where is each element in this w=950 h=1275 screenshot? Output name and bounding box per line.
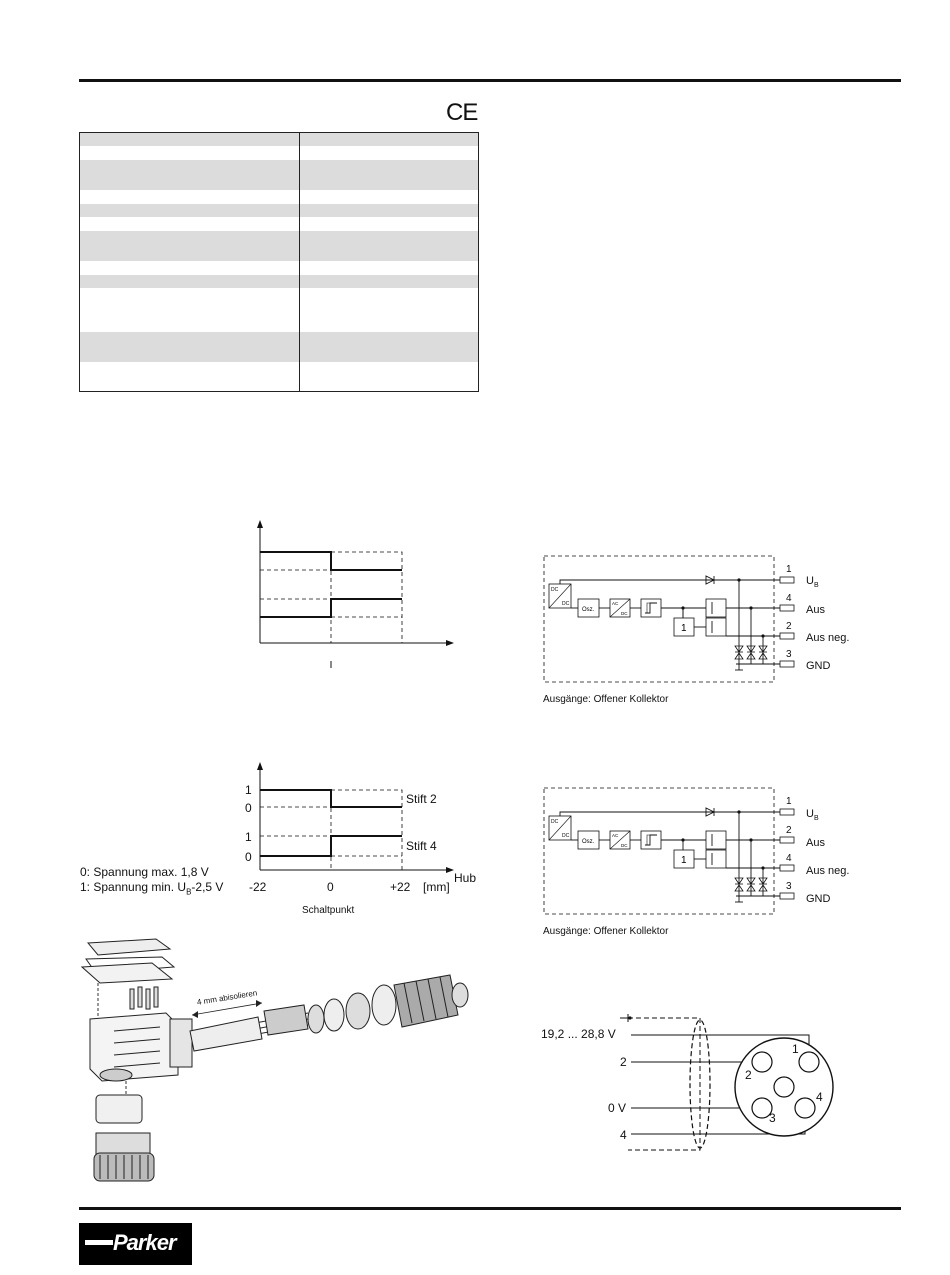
c1-pin-4: 4 — [786, 593, 792, 604]
switching-diagram-upper — [257, 520, 454, 668]
spec-table — [79, 132, 479, 392]
legend-line-0: 0: Spannung max. 1,8 V — [80, 865, 209, 879]
footer-rule — [79, 1207, 901, 1210]
x-tick-0: 0 — [327, 880, 334, 894]
x-tick-minus22: -22 — [249, 880, 267, 894]
c1-out-aus: Aus — [806, 604, 825, 616]
table-row — [80, 204, 478, 217]
table-row — [80, 160, 478, 190]
c2-out-gnd: GND — [806, 893, 831, 905]
c1-caption: Ausgänge: Offener Kollektor — [543, 694, 669, 705]
level-0-a: 0 — [245, 801, 252, 815]
pin-number-4: 4 — [816, 1090, 823, 1104]
c2-caption: Ausgänge: Offener Kollektor — [543, 926, 669, 937]
c2-out-aus-neg: Aus neg. — [806, 865, 850, 877]
svg-text:DC: DC — [621, 611, 628, 616]
x-tick-plus22: +22 — [390, 880, 411, 894]
c1-pin-1: 1 — [786, 564, 792, 575]
legend-line-1: 1: Spannung min. UB-2,5 V — [80, 880, 224, 897]
pin-number-3: 3 — [769, 1111, 776, 1125]
svg-text:DC: DC — [551, 587, 559, 593]
svg-text:AC: AC — [612, 601, 619, 606]
wire-0v-label: 0 V — [608, 1101, 627, 1115]
pin-number-2: 2 — [745, 1068, 752, 1082]
parker-logo-text: Parker — [113, 1230, 177, 1255]
c1-pin-2: 2 — [786, 621, 792, 632]
svg-text:DC: DC — [551, 819, 559, 825]
schaltpunkt-label: Schaltpunkt — [302, 905, 355, 916]
stift-4-label: Stift 4 — [406, 839, 437, 853]
table-row — [80, 332, 478, 362]
stift-2-label: Stift 2 — [406, 792, 437, 806]
hub-label: Hub — [454, 871, 477, 885]
header-rule — [79, 79, 901, 82]
table-column-divider — [299, 133, 300, 391]
c1-pin-3: 3 — [786, 649, 792, 660]
parker-logo-dash — [85, 1240, 113, 1245]
wire-supply-label: 19,2 ... 28,8 V — [541, 1027, 616, 1041]
svg-text:DC: DC — [562, 833, 570, 839]
level-1-a: 1 — [245, 783, 252, 797]
c1-out-ub: UB — [806, 575, 819, 590]
svg-text:AC: AC — [612, 833, 619, 838]
switching-diagram-lower — [257, 762, 454, 873]
c2-out-aus: Aus — [806, 837, 825, 849]
pin-number-1: 1 — [792, 1042, 799, 1056]
x-unit: [mm] — [423, 880, 450, 894]
connector-assembly-illustration — [80, 938, 469, 1182]
c2-pin-3: 3 — [786, 881, 792, 892]
connector-pinout-diagram — [620, 1014, 834, 1151]
c2-out-ub: UB — [806, 808, 819, 823]
parker-logo: Parker — [79, 1223, 192, 1265]
table-row — [80, 275, 478, 288]
ce-mark: CE — [446, 99, 478, 126]
c2-pin-2: 2 — [786, 825, 792, 836]
wire-4-label: 4 — [620, 1128, 627, 1142]
svg-text:1: 1 — [681, 623, 687, 634]
c1-out-gnd: GND — [806, 660, 831, 672]
svg-text:1: 1 — [681, 855, 687, 866]
c2-pin-4: 4 — [786, 853, 792, 864]
level-0-b: 0 — [245, 850, 252, 864]
wire-2-label: 2 — [620, 1055, 627, 1069]
c2-pin-1: 1 — [786, 796, 792, 807]
c1-out-aus-neg: Aus neg. — [806, 632, 850, 644]
svg-text:Osz.: Osz. — [582, 607, 595, 613]
svg-text:DC: DC — [621, 843, 628, 848]
svg-text:Osz.: Osz. — [582, 839, 595, 845]
table-row — [80, 231, 478, 261]
level-1-b: 1 — [245, 830, 252, 844]
table-row — [80, 133, 478, 146]
svg-text:DC: DC — [562, 601, 570, 607]
